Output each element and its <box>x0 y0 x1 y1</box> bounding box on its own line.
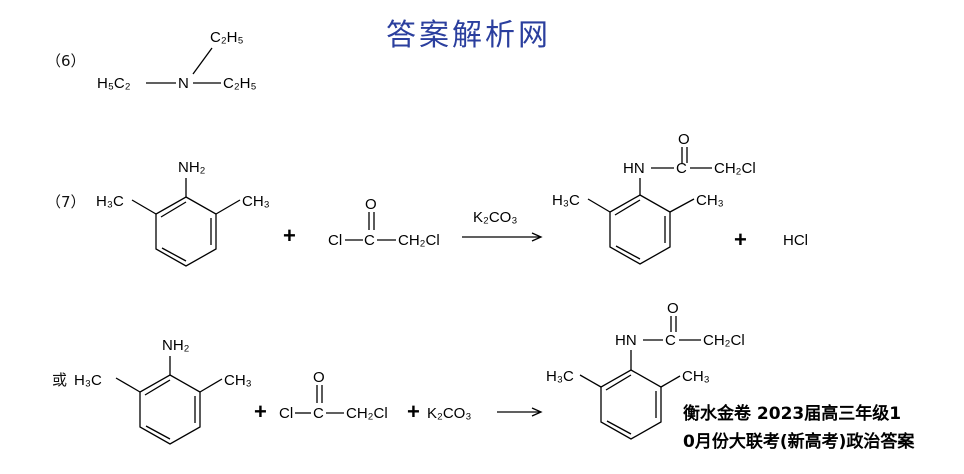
item6-ethyl-right: C₂H₅ <box>223 75 257 92</box>
item7-acyl-ch2cl: CH₂Cl <box>398 232 440 249</box>
item7-reaction: （7） NH₂ H₃C CH₃ + O Cl C CH₂Cl K₂C <box>46 131 808 267</box>
item7-acyl-c: C <box>364 232 375 249</box>
alt-product-methyl-right: CH₃ <box>682 368 710 385</box>
item7-reagent: K₂CO₃ <box>473 209 517 226</box>
alt-dimethylaniline: NH₂ H₃C CH₃ <box>74 337 252 445</box>
item7-dimethylaniline: NH₂ H₃C CH₃ <box>96 159 270 267</box>
alt-acyl-c: C <box>313 405 324 422</box>
item7-plus-2: + <box>734 227 747 252</box>
item7-product-methyl-left: H₃C <box>552 192 580 209</box>
item6-nitrogen: N <box>178 75 189 92</box>
item6-ethyl-top: C₂H₅ <box>210 29 244 46</box>
item6-ethyl-left: H₅C₂ <box>97 75 131 92</box>
item7-byproduct-hcl: HCl <box>783 232 808 249</box>
alt-reaction: 或 NH₂ H₃C CH₃ + O Cl C CH₂Cl + K₂CO₃ <box>52 300 745 445</box>
item7-chloroacetyl-chloride: O Cl C CH₂Cl <box>328 196 440 249</box>
alt-product-oxygen: O <box>667 300 679 317</box>
alt-acyl-ch2cl: CH₂Cl <box>346 405 388 422</box>
item7-product-ch2cl: CH₂Cl <box>714 160 756 177</box>
item6-triethylamine: （6） C₂H₅ H₅C₂ N C₂H₅ <box>46 29 257 92</box>
bond-methyl-right <box>215 199 241 215</box>
alt-product-c: C <box>665 332 676 349</box>
item7-label: （7） <box>46 193 86 211</box>
product-benzene-ring <box>609 194 671 265</box>
alt-methyl-right: CH₃ <box>224 372 252 389</box>
footer-line2: 0月份大联考(新高考)政治答案 <box>683 431 915 452</box>
alt-reagent: K₂CO₃ <box>427 405 471 422</box>
alt-acyl-oxygen: O <box>313 369 325 386</box>
footer-line1: 衡水金卷 2023届高三年级1 <box>683 403 901 424</box>
alt-nh2: NH₂ <box>162 337 190 354</box>
watermark-text: 答案解析网 <box>386 18 551 53</box>
alt-product-methyl-left: H₃C <box>546 368 574 385</box>
alt-benzene-ring <box>139 374 201 445</box>
item7-arrow-head <box>531 232 543 242</box>
alt-product-nh: HN <box>615 332 637 349</box>
item7-plus: + <box>283 223 296 248</box>
item7-acyl-oxygen: O <box>365 196 377 213</box>
alt-methyl-left: H₃C <box>74 372 102 389</box>
alt-acyl-cl: Cl <box>279 405 293 422</box>
alt-arrow-head <box>531 407 543 417</box>
alt-plus-2: + <box>407 399 420 424</box>
alt-prefix: 或 <box>52 371 67 389</box>
alt-product-benzene-ring <box>600 369 662 440</box>
bond-methyl-left <box>131 199 157 215</box>
item7-methyl-right: CH₃ <box>242 193 270 210</box>
footer-caption: 衡水金卷 2023届高三年级1 0月份大联考(新高考)政治答案 <box>683 403 915 452</box>
item6-bond-top <box>192 47 213 75</box>
benzene-ring <box>155 196 217 267</box>
item7-product: O HN C CH₂Cl H₃C CH₃ <box>552 131 756 265</box>
alt-product: O HN C CH₂Cl H₃C CH₃ <box>546 300 745 440</box>
item7-product-oxygen: O <box>678 131 690 148</box>
alt-product-ch2cl: CH₂Cl <box>703 332 745 349</box>
alt-plus: + <box>254 399 267 424</box>
item7-acyl-cl: Cl <box>328 232 342 249</box>
item7-nh2: NH₂ <box>178 159 206 176</box>
item7-methyl-left: H₃C <box>96 193 124 210</box>
item7-product-nh: HN <box>623 160 645 177</box>
item7-product-methyl-right: CH₃ <box>696 192 724 209</box>
item7-product-c: C <box>676 160 687 177</box>
alt-chloroacetyl-chloride: O Cl C CH₂Cl <box>279 369 388 422</box>
item6-label: （6） <box>46 52 86 70</box>
